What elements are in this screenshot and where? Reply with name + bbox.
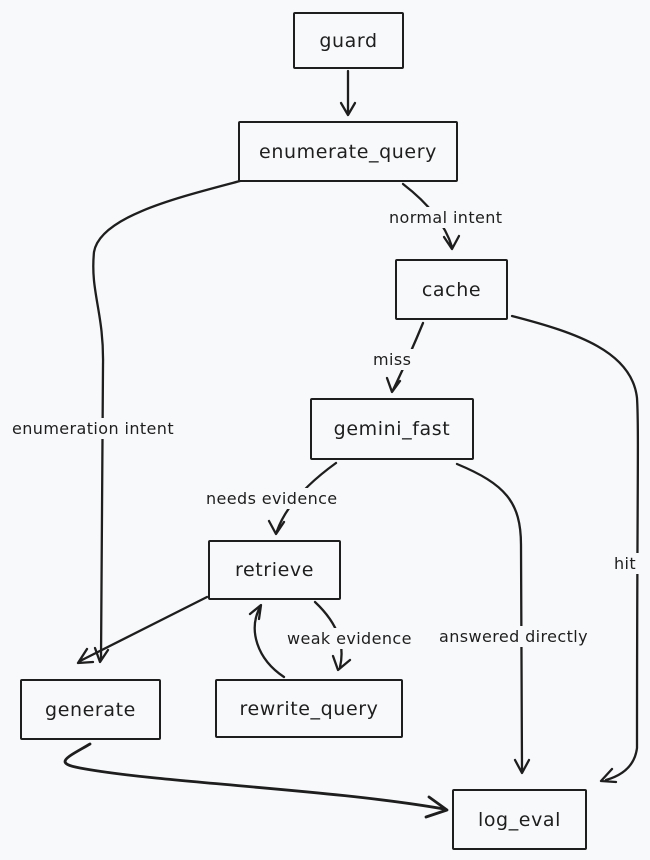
node-rewrite-query-label: rewrite_query — [239, 697, 379, 720]
node-log-eval-label: log_eval — [477, 808, 562, 831]
node-gemini-fast-label: gemini_fast — [333, 418, 451, 440]
edge-label-normal-intent: normal intent — [385, 207, 507, 228]
node-gemini-fast: gemini_fast — [310, 398, 474, 460]
node-generate: generate — [20, 679, 161, 740]
edge-label-answered-directly: answered directly — [435, 626, 592, 647]
node-enumerate-query: enumerate_query — [238, 121, 458, 182]
edge-label-weak-evidence: weak evidence — [283, 628, 416, 649]
edge-rewrite-query-retrieve — [248, 603, 286, 679]
edge-guard-enumerate-query — [339, 69, 357, 117]
edge-label-enumeration-intent: enumeration intent — [8, 418, 178, 439]
node-log-eval: log_eval — [452, 789, 587, 850]
node-rewrite-query: rewrite_query — [215, 679, 403, 738]
edge-label-hit: hit — [610, 553, 641, 574]
edge-label-needs-evidence: needs evidence — [202, 488, 342, 509]
node-guard: guard — [293, 12, 404, 69]
edge-retrieve-generate — [76, 595, 209, 665]
node-generate-label: generate — [45, 698, 136, 721]
edge-gemini-fast-log-eval — [455, 462, 531, 775]
node-retrieve: retrieve — [208, 540, 341, 600]
edge-label-miss: miss — [369, 349, 416, 370]
node-guard-label: guard — [319, 29, 378, 52]
edge-cache-log-eval — [510, 314, 640, 784]
node-retrieve-label: retrieve — [234, 559, 315, 581]
node-cache: cache — [395, 259, 508, 320]
edge-generate-log-eval — [63, 742, 449, 819]
node-cache-label: cache — [421, 278, 482, 301]
node-enumerate-query-label: enumerate_query — [259, 140, 437, 163]
